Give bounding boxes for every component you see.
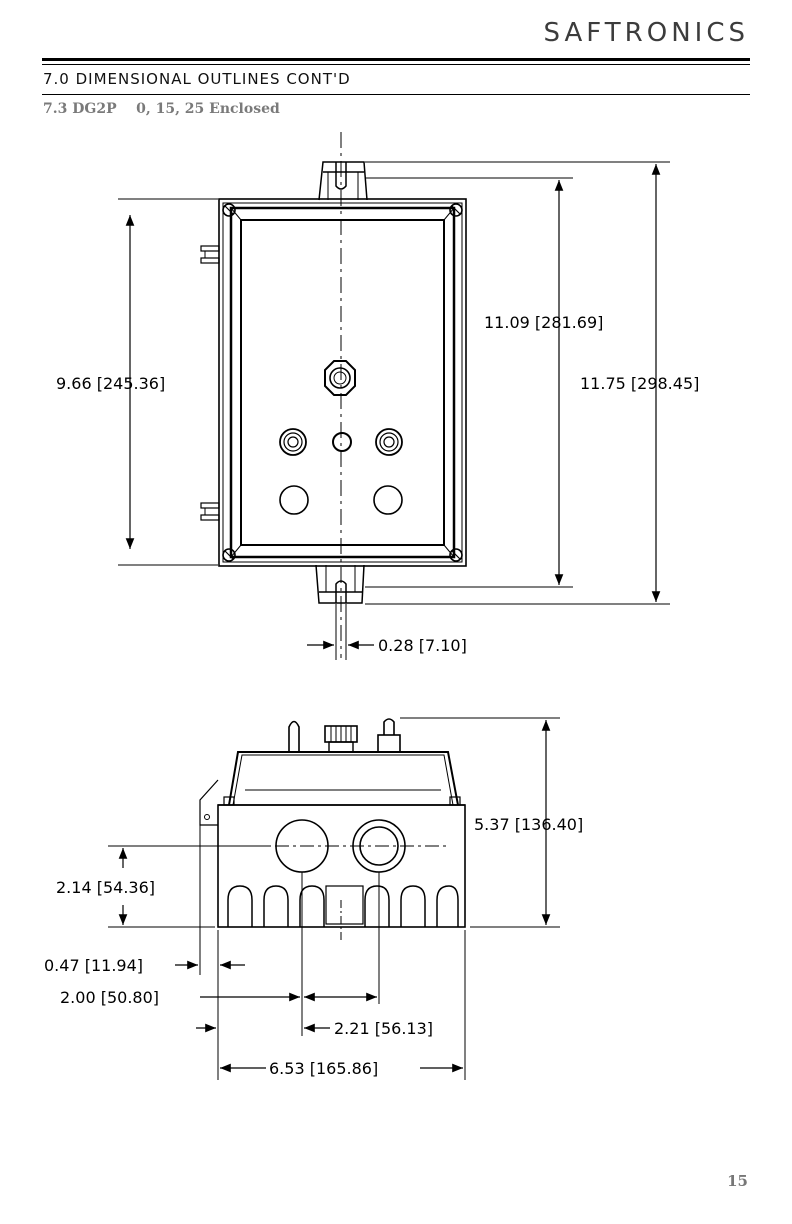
dim-hole1-label: 2.00 [50.80] <box>60 988 159 1007</box>
dim-hole-height-label: 2.14 [54.36] <box>56 878 155 897</box>
dim-width-label: 6.53 [165.86] <box>269 1059 378 1078</box>
dim-hole2-label: 2.21 [56.13] <box>334 1019 433 1038</box>
top-view <box>118 132 670 660</box>
dim-left-height-label: 9.66 [245.36] <box>56 374 165 393</box>
dim-inner-height-label: 11.09 [281.69] <box>484 313 603 332</box>
dim-side-height-label: 5.37 [136.40] <box>474 815 583 834</box>
page-number: 15 <box>727 1172 748 1190</box>
dim-offset-label: 0.47 [11.94] <box>44 956 143 975</box>
dim-outer-height-label: 11.75 [298.45] <box>580 374 699 393</box>
dim-slot-label: 0.28 [7.10] <box>378 636 467 655</box>
